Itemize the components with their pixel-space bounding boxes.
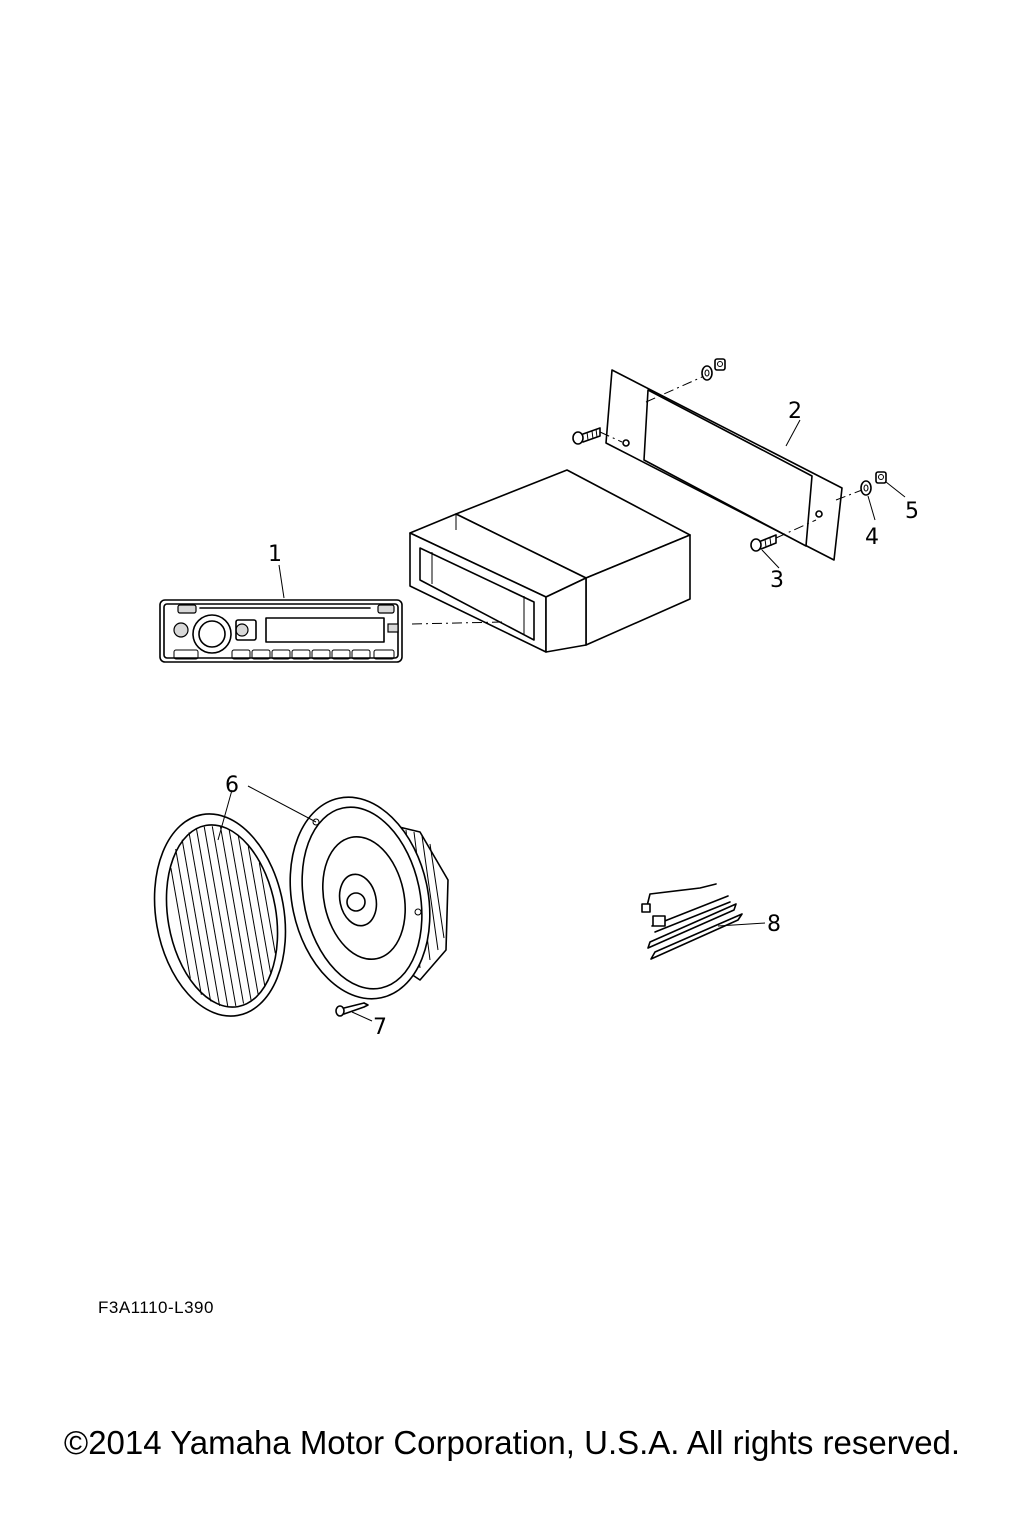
callout-6: 6	[225, 773, 239, 798]
diagram-part-code: F3A1110-L390	[98, 1298, 214, 1317]
washer-lower	[860, 480, 872, 496]
mounting-sleeve	[409, 469, 691, 653]
nut-upper	[714, 358, 726, 371]
callout-1: 1	[268, 542, 282, 567]
wire-harness	[641, 883, 743, 960]
callout-8: 8	[767, 912, 781, 937]
stereo-head-unit	[159, 599, 403, 663]
callout-7: 7	[373, 1015, 387, 1040]
screw-upper	[572, 427, 601, 445]
mounting-bezel-plate	[605, 369, 843, 561]
copyright-notice: ©2014 Yamaha Motor Corporation, U.S.A. A…	[63, 1424, 961, 1461]
nut-lower	[875, 471, 887, 484]
callout-4: 4	[865, 525, 879, 550]
washer-upper	[701, 365, 713, 381]
speaker	[289, 796, 449, 1000]
speaker-screw	[335, 1002, 369, 1017]
callout-2: 2	[788, 399, 802, 424]
callout-5: 5	[905, 499, 919, 524]
leader-lines	[217, 419, 906, 1022]
screw-lower	[750, 534, 777, 552]
callout-3: 3	[770, 568, 784, 593]
speaker-grille	[153, 813, 287, 1017]
